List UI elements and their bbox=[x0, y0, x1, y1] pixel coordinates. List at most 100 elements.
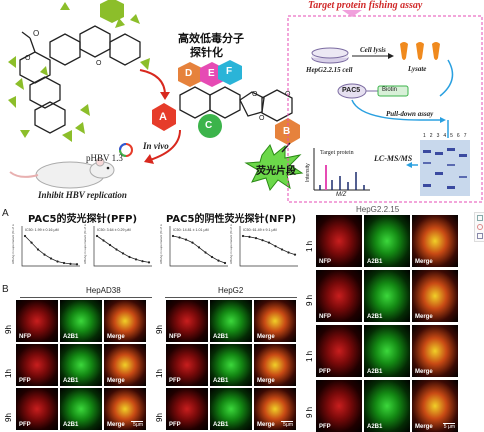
assay-box bbox=[287, 15, 483, 203]
time-label: 9h bbox=[155, 325, 164, 334]
nfp-title: PAC5的阴性荧光探针(NFP) bbox=[166, 214, 297, 225]
side-toolbar-icon-2[interactable] bbox=[477, 224, 483, 230]
micrograph-label: A2B1 bbox=[367, 259, 383, 265]
micrograph-green: A2B1 bbox=[364, 215, 410, 267]
plasmid-icon bbox=[119, 143, 133, 157]
micrograph-merge: Merge 5 μm bbox=[412, 380, 458, 432]
micrograph-label: A2B1 bbox=[213, 378, 229, 384]
micrograph-label: Merge bbox=[107, 334, 125, 340]
chart-axes bbox=[169, 226, 228, 267]
dose-chart-1: IC50: 1.99 ± 0.16 μM HBsAg in supernatant… bbox=[11, 224, 80, 267]
scale-bar bbox=[443, 423, 455, 424]
micrograph-green: A2B1 bbox=[60, 388, 102, 430]
micrograph-red: NFP bbox=[316, 215, 362, 267]
scale-label: 5μm bbox=[133, 422, 143, 428]
chart-point bbox=[36, 248, 40, 251]
chart-point bbox=[197, 246, 201, 249]
gel-image bbox=[420, 140, 470, 196]
time-label: 9h bbox=[4, 325, 13, 334]
pfp-title: PAC5的荧光探针(PFP) bbox=[28, 214, 138, 225]
petri-dish-icon bbox=[311, 47, 349, 64]
micrograph-label: Merge bbox=[415, 314, 433, 320]
micrograph-green: A2B1 bbox=[364, 270, 410, 322]
curved-arrow bbox=[139, 69, 166, 96]
micrograph-red: PFP bbox=[166, 344, 208, 386]
assay-title: Target protein fishing assay bbox=[308, 0, 423, 11]
chart-ylabel: HBsAg in supernatant (% of control) bbox=[11, 224, 15, 264]
chart-point bbox=[121, 252, 125, 255]
time-label: 1h bbox=[155, 369, 164, 378]
ring-marker-F bbox=[218, 60, 242, 85]
assay-lysis-label: Cell lysis bbox=[360, 46, 386, 54]
micrograph-label: A2B1 bbox=[367, 424, 383, 430]
ring-marker-D bbox=[178, 62, 202, 87]
micrograph-label: A2B1 bbox=[367, 369, 383, 375]
panel-a-letter: A bbox=[2, 208, 9, 219]
micrograph-red: PFP bbox=[16, 344, 58, 386]
ring-letter-E: E bbox=[208, 68, 215, 79]
ring-marker-A bbox=[152, 103, 176, 131]
assay-intensity-label: Intensity bbox=[305, 163, 311, 182]
gel-lane-labels: 1234567 bbox=[423, 133, 471, 139]
chart-point bbox=[261, 239, 264, 242]
scale-bar bbox=[281, 421, 293, 422]
chart-point bbox=[108, 243, 112, 247]
micrograph-green: A2B1 bbox=[364, 325, 410, 377]
ring-letter-D: D bbox=[185, 68, 193, 79]
chart-axes bbox=[93, 226, 152, 267]
probe-label-line2: 探针化 bbox=[190, 46, 223, 59]
micrograph-label: Merge bbox=[415, 424, 433, 430]
chart-axes bbox=[21, 226, 80, 267]
micrograph-green: A2B1 bbox=[60, 344, 102, 386]
invivo-arrow bbox=[149, 129, 181, 161]
chart-point bbox=[30, 241, 33, 244]
assay-lysate-label: Lysate bbox=[408, 65, 427, 73]
green-hexagon bbox=[100, 0, 124, 23]
chart-point bbox=[274, 245, 277, 248]
chart-point bbox=[128, 255, 131, 259]
micrograph-merge: Merge bbox=[254, 344, 296, 386]
ring-letter-A: A bbox=[159, 111, 167, 123]
chart-point bbox=[217, 259, 220, 262]
side-toolbar[interactable] bbox=[474, 212, 484, 242]
time-label: 1 h bbox=[305, 350, 314, 362]
top-graphics: O O O O O O bbox=[8, 0, 483, 203]
molecule-left: O O O bbox=[19, 25, 141, 134]
micrograph-red: PFP bbox=[316, 380, 362, 432]
chart-point bbox=[141, 260, 144, 263]
micrograph-red: PFP bbox=[316, 325, 362, 377]
micrograph-merge: Merge bbox=[104, 300, 146, 342]
group-hepad38-rule bbox=[20, 297, 152, 298]
chart-point bbox=[49, 257, 53, 260]
micrograph-label: NFP bbox=[19, 334, 31, 340]
micrograph-label: Merge bbox=[257, 334, 275, 340]
micrograph-label: PFP bbox=[19, 378, 31, 384]
time-label: 1h bbox=[4, 369, 13, 378]
micrograph-merge: Merge bbox=[254, 300, 296, 342]
chart-point bbox=[210, 255, 214, 259]
chart-line bbox=[172, 235, 226, 264]
dose-response-charts: IC50: 1.99 ± 0.16 μM HBsAg in supernatant… bbox=[11, 224, 298, 267]
micrograph-label: A2B1 bbox=[213, 334, 229, 340]
side-toolbar-icon-1[interactable] bbox=[477, 215, 483, 221]
time-label: 9 h bbox=[305, 294, 314, 306]
assay-lcms-label: LC-MS/MS bbox=[374, 154, 413, 163]
chart-point bbox=[75, 263, 79, 266]
chart-ic50-label: IC50: 1.99 ± 0.16 μM bbox=[25, 228, 59, 232]
micrograph-merge: Merge bbox=[104, 344, 146, 386]
side-toolbar-icon-3[interactable] bbox=[477, 233, 483, 239]
chart-point bbox=[267, 241, 271, 244]
scale-label: 5 μm bbox=[443, 424, 455, 430]
svg-text:O: O bbox=[259, 115, 265, 122]
micrograph-green: A2B1 bbox=[210, 388, 252, 430]
chart-point bbox=[62, 261, 66, 265]
group-hepg2215: HepG2.2.15 bbox=[356, 205, 400, 214]
chart-point bbox=[56, 260, 59, 263]
ring-letter-B: B bbox=[283, 126, 291, 137]
chart-point bbox=[223, 261, 227, 265]
time-label: 9h bbox=[155, 413, 164, 422]
micrograph-label: A2B1 bbox=[63, 378, 79, 384]
panel-b-letter: B bbox=[2, 284, 9, 295]
